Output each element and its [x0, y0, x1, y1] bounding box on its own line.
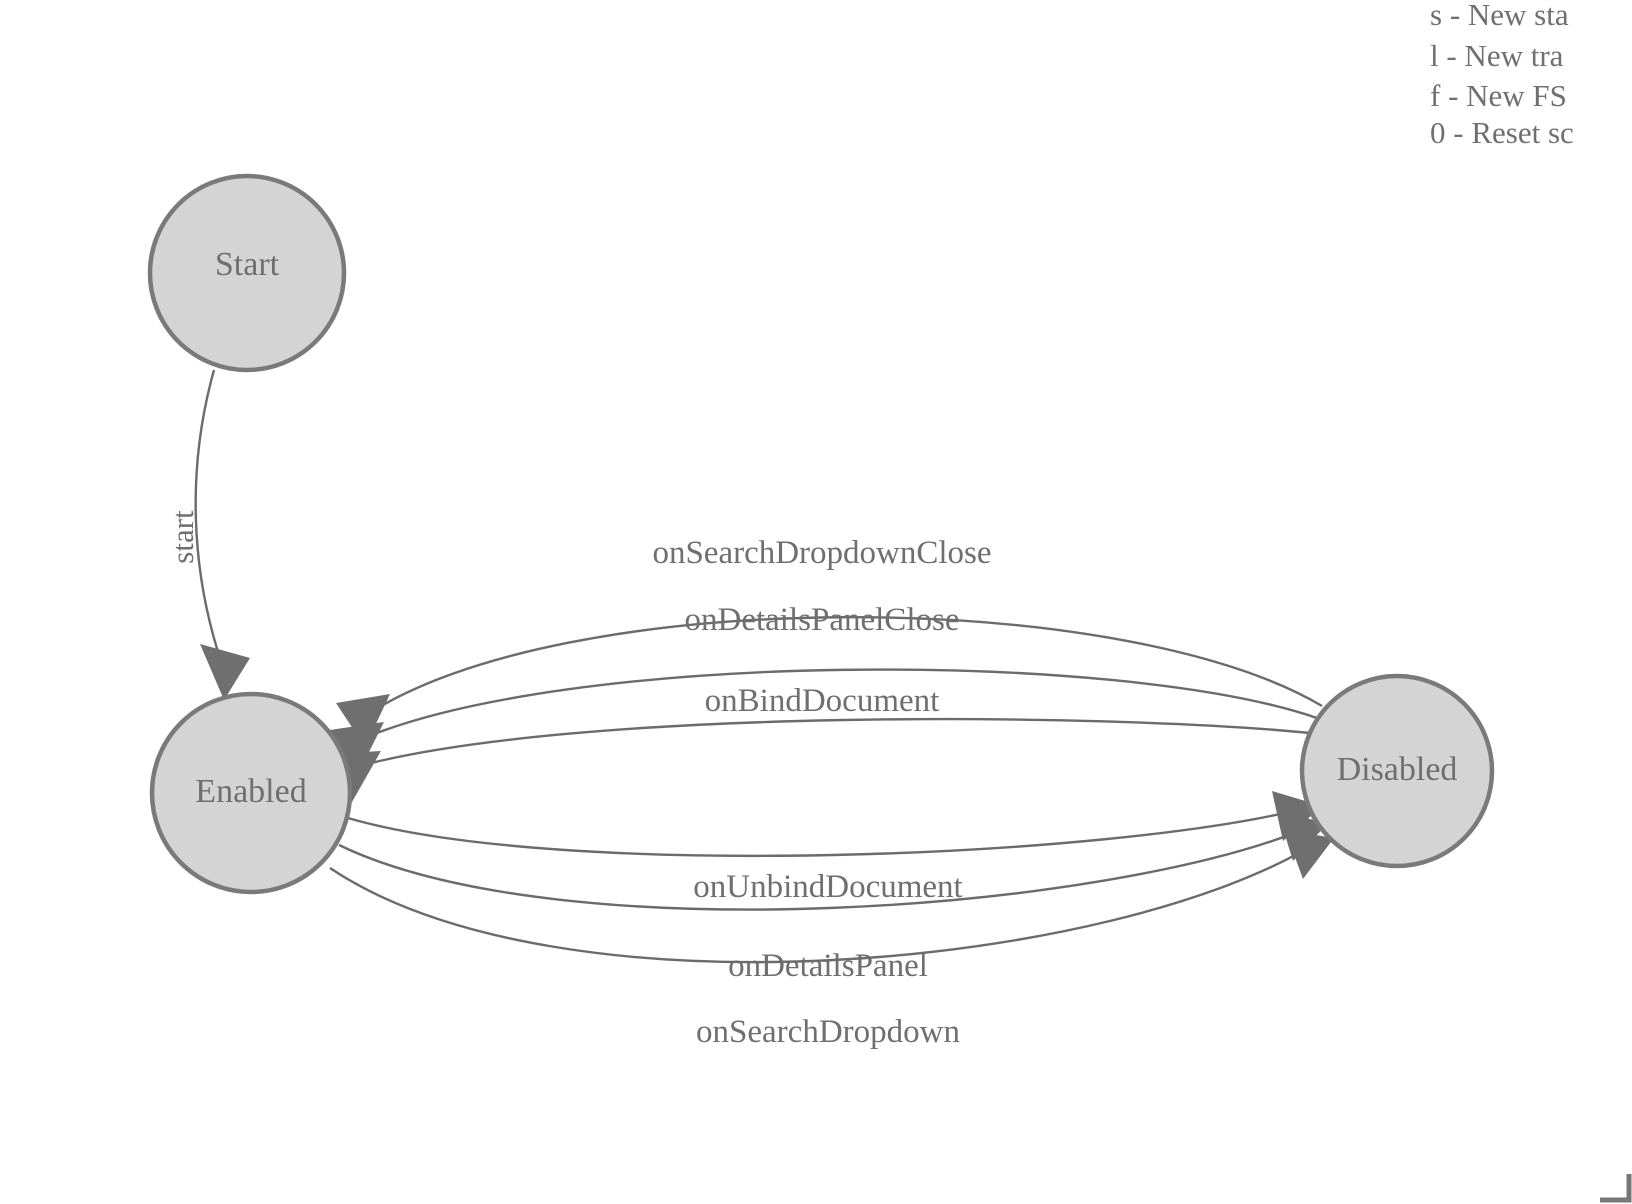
- transition-onDetailsPanel-line[interactable]: [338, 824, 1313, 911]
- transition-onBindDocument-line[interactable]: [351, 717, 1311, 770]
- keyboard-shortcuts-overlay: s - New sta l - New tra f - New FS 0 - R…: [1430, 0, 1574, 150]
- transition-onUnbindDocument-label: onUnbindDocument: [693, 869, 962, 905]
- transition-onSearchDropdownClose[interactable]: onSearchDropdownClose: [336, 535, 1323, 747]
- state-node-enabled[interactable]: Enabled: [149, 691, 353, 895]
- transition-onSearchDropdownClose-line[interactable]: [364, 616, 1323, 717]
- transition-onDetailsPanel-label: onDetailsPanel: [728, 948, 928, 984]
- state-node-disabled-circle[interactable]: [1299, 673, 1495, 869]
- transition-onSearchDropdownClose-label: onSearchDropdownClose: [652, 535, 991, 571]
- transition-onSearchDropdownClose-arrowhead: [336, 694, 390, 747]
- state-node-start-label: Start: [215, 246, 280, 283]
- transition-onDetailsPanel[interactable]: onDetailsPanel: [338, 812, 1328, 984]
- shortcut-new-fsm: f - New FS: [1430, 78, 1567, 113]
- transition-onSearchDropdown-arrowhead: [1285, 830, 1334, 879]
- shortcut-new-transition: l - New tra: [1430, 38, 1564, 73]
- resize-handle-corner-mark[interactable]: [1600, 1174, 1632, 1203]
- transition-onSearchDropdown-line[interactable]: [329, 840, 1319, 964]
- state-node-enabled-circle[interactable]: [149, 691, 353, 895]
- transition-onDetailsPanelClose-arrowhead: [330, 722, 384, 776]
- transition-onSearchDropdown-label: onSearchDropdown: [696, 1014, 960, 1050]
- transition-onBindDocument[interactable]: onBindDocument: [327, 683, 1311, 802]
- transition-onBindDocument-label: onBindDocument: [705, 683, 940, 719]
- shortcut-new-state: s - New sta: [1430, 0, 1569, 32]
- transition-onSearchDropdown[interactable]: onSearchDropdown: [329, 830, 1334, 1050]
- resize-handle-corner[interactable]: [1600, 1174, 1632, 1203]
- transition-start-line[interactable]: [194, 369, 221, 656]
- state-node-enabled-label: Enabled: [195, 773, 306, 810]
- transition-start-label: start: [165, 510, 200, 564]
- state-node-start-circle[interactable]: [147, 173, 347, 373]
- shortcut-reset-scale: 0 - Reset sc: [1430, 115, 1574, 150]
- state-node-disabled[interactable]: Disabled: [1299, 673, 1495, 869]
- transition-onDetailsPanelClose[interactable]: onDetailsPanelClose: [330, 602, 1318, 776]
- transition-onDetailsPanelClose-line[interactable]: [356, 668, 1318, 743]
- transition-onUnbindDocument[interactable]: onUnbindDocument: [347, 791, 1322, 905]
- transition-onDetailsPanelClose-label: onDetailsPanelClose: [685, 602, 960, 638]
- state-node-start[interactable]: Start: [147, 173, 347, 373]
- state-node-disabled-label: Disabled: [1337, 751, 1458, 788]
- transition-onUnbindDocument-line[interactable]: [347, 806, 1307, 858]
- transition-start[interactable]: start: [165, 369, 250, 700]
- transition-start-arrowhead: [200, 644, 250, 700]
